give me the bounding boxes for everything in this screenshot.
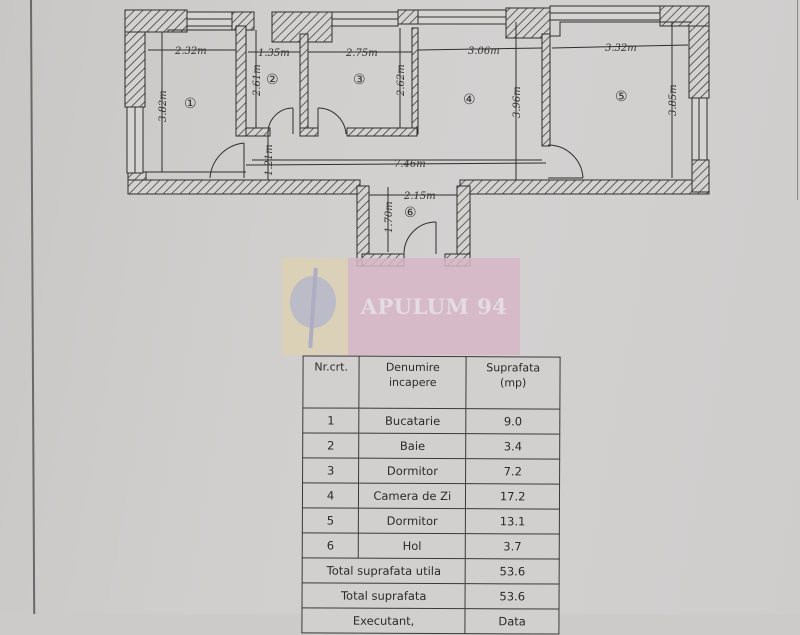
page-edge-line: [797, 0, 798, 200]
cell-nr: 3: [302, 457, 359, 484]
wall-bottom-right: [459, 179, 710, 195]
table-row: 5 Dormitor 13.1: [302, 507, 560, 535]
room-number-6: ⑥: [404, 205, 417, 221]
cell-room-name: Dormitor: [358, 458, 467, 484]
dim-room4-height: 3.96m: [512, 86, 523, 118]
dim-hall-depth: 1.70m: [384, 201, 395, 233]
dim-hall-width: 2.15m: [403, 191, 436, 202]
dim-room2-width: 1.35m: [258, 48, 290, 59]
wall-top-6: [659, 5, 710, 27]
header-room-name: Denumire incapere: [359, 356, 467, 409]
table-row: 4 Camera de Zi 17.2: [302, 482, 560, 510]
header-nr: Nr.crt.: [302, 355, 360, 409]
door-room2: [267, 107, 294, 135]
cell-area: 3.4: [466, 433, 560, 460]
cell-room-name: Dormitor: [358, 508, 466, 534]
wall-room3-bottom-right: [346, 127, 418, 137]
agency-watermark: APULUM 94: [282, 258, 520, 355]
cell-nr: 6: [302, 532, 359, 559]
cell-room-name: Hol: [358, 533, 466, 559]
door-room3: [317, 107, 347, 135]
cell-area: 9.0: [466, 408, 560, 435]
wall-room3-room4: [411, 27, 419, 135]
dim-room1-height: 3.82m: [158, 90, 169, 122]
cell-nr: 4: [302, 482, 359, 509]
total-row: Total suprafata 53.6: [302, 582, 560, 610]
dim-room5-width: 3.32m: [605, 43, 637, 54]
wall-room2-room3: [299, 33, 309, 135]
cell-nr: 5: [302, 507, 359, 534]
total-useful-row: Total suprafata utila 53.6: [302, 557, 560, 585]
dim-room4-width: 3.06m: [468, 46, 500, 57]
room-number-1: ①: [184, 96, 197, 112]
dim-room3-height: 2.62m: [396, 64, 407, 97]
total-label: Total suprafata: [302, 582, 466, 609]
table-row: 6 Hol 3.7: [302, 532, 560, 560]
dim-room2-height: 2.61m: [252, 64, 263, 97]
dim-corridor-width: 1.21m: [264, 144, 275, 176]
header-area: Suprafata (mp): [466, 356, 561, 410]
total-useful-label: Total suprafata utila: [302, 557, 466, 584]
room-number-4: ④: [463, 92, 476, 108]
door-room1: [209, 142, 245, 179]
room-number-3: ③: [353, 72, 366, 88]
table-row: 2 Baie 3.4: [302, 432, 560, 460]
cell-area: 3.7: [465, 533, 560, 560]
dim-room1-width: 2.32m: [174, 46, 207, 57]
executant-label: Executant,: [301, 607, 466, 634]
wall-top-4: [397, 9, 419, 25]
signature-row: Executant, Data: [301, 607, 560, 635]
total-value: 53.6: [465, 583, 560, 610]
cell-area: 7.2: [465, 458, 560, 485]
door-entrance: [403, 221, 437, 255]
table-row: 1 Bucatarie 9.0: [302, 407, 560, 435]
wall-room3-bottom-left: [299, 127, 319, 137]
room-number-5: ⑤: [615, 89, 628, 105]
wall-room2-bottom: [245, 127, 271, 137]
cell-area: 17.2: [465, 483, 560, 510]
room-number-2: ②: [266, 72, 279, 88]
wall-room1-room2: [235, 25, 247, 137]
dim-corridor-length: 7.46m: [394, 159, 426, 170]
room-areas-table: Nr.crt. Denumire incapere Suprafata (mp)…: [301, 355, 561, 635]
cell-area: 13.1: [465, 508, 560, 535]
cell-nr: 2: [302, 432, 359, 459]
dim-room3-width: 2.75m: [345, 48, 378, 59]
cell-room-name: Bucatarie: [358, 408, 467, 434]
wall-top-1: [124, 9, 188, 33]
table-row: 3 Dormitor 7.2: [302, 457, 560, 485]
floor-plan: 2.32m 1.35m 2.75m 3.06m 3.32m 7.46m 2.15…: [124, 5, 710, 267]
cell-room-name: Camera de Zi: [358, 483, 466, 509]
total-useful-value: 53.6: [465, 558, 560, 585]
door-room5: [547, 144, 584, 179]
cell-room-name: Baie: [358, 433, 467, 459]
cell-nr: 1: [302, 407, 360, 434]
wall-room4-room5: [541, 33, 551, 147]
date-label: Data: [465, 608, 560, 635]
dim-room5-height: 3.85m: [668, 84, 679, 116]
wall-right-lower: [691, 159, 710, 193]
watermark-text: APULUM 94: [348, 258, 520, 355]
wall-bottom-left: [127, 179, 361, 195]
agency-logo-icon: [282, 258, 348, 355]
table-header-row: Nr.crt. Denumire incapere Suprafata (mp): [302, 355, 561, 410]
